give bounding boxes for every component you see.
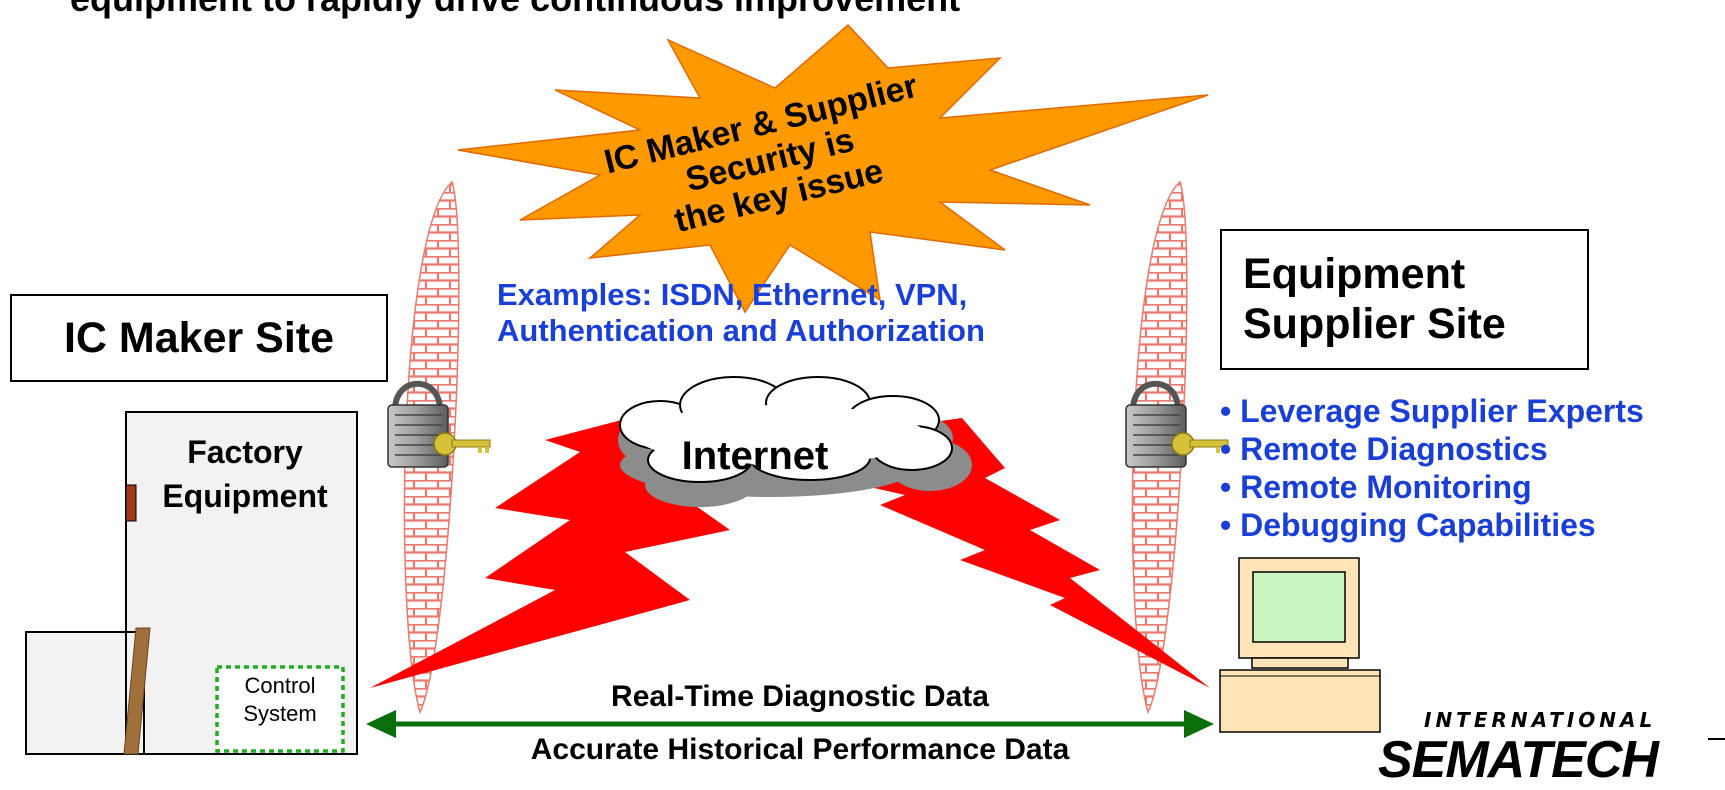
benefits-list: • Leverage Supplier Experts • Remote Dia… bbox=[1220, 392, 1644, 544]
logo-international-text: INTERNATIONAL bbox=[1424, 708, 1657, 732]
computer-icon bbox=[1219, 557, 1381, 733]
factory-line-1: Factory bbox=[187, 434, 303, 470]
right-lightning-bolt bbox=[795, 418, 1210, 688]
control-system-label: Control System bbox=[219, 672, 341, 728]
ic-maker-site-box: IC Maker Site bbox=[10, 294, 388, 382]
factory-line-2: Equipment bbox=[162, 478, 328, 514]
benefit-item: • Remote Diagnostics bbox=[1220, 431, 1548, 467]
equipment-supplier-site-box: Equipment Supplier Site bbox=[1220, 229, 1589, 370]
control-line-1: Control bbox=[244, 673, 316, 698]
logo-sematech-text: SEMATECH bbox=[1378, 731, 1659, 789]
internet-label: Internet bbox=[681, 434, 829, 478]
arrow-bottom-label: Accurate Historical Performance Data bbox=[530, 733, 1070, 766]
data-flow-arrow bbox=[366, 710, 1214, 738]
internet-cloud bbox=[618, 376, 972, 507]
starburst-shape bbox=[457, 23, 1209, 314]
examples-text: Examples: ISDN, Ethernet, VPN, Authentic… bbox=[497, 277, 985, 349]
right-key-icon bbox=[1171, 432, 1229, 456]
examples-line-1: Examples: ISDN, Ethernet, VPN, bbox=[497, 277, 968, 312]
benefit-item: • Leverage Supplier Experts bbox=[1220, 393, 1644, 429]
page-title: equipment to rapidly drive continuous im… bbox=[70, 0, 960, 20]
benefit-item: • Debugging Capabilities bbox=[1220, 507, 1596, 543]
factory-equipment-label: Factory Equipment bbox=[136, 430, 354, 518]
arrow-top-label: Real-Time Diagnostic Data bbox=[611, 680, 989, 713]
left-key-icon bbox=[433, 432, 491, 456]
right-padlock-icon bbox=[1125, 380, 1187, 468]
supplier-site-line-1: Equipment bbox=[1243, 250, 1466, 298]
supplier-site-line-2: Supplier Site bbox=[1243, 300, 1506, 348]
examples-line-2: Authentication and Authorization bbox=[497, 313, 985, 348]
factory-equipment-illustration bbox=[25, 411, 358, 755]
ic-maker-site-label: IC Maker Site bbox=[63, 314, 335, 362]
slide-edge-mark bbox=[1708, 738, 1725, 740]
benefit-item: • Remote Monitoring bbox=[1220, 469, 1532, 505]
control-line-2: System bbox=[243, 701, 317, 726]
